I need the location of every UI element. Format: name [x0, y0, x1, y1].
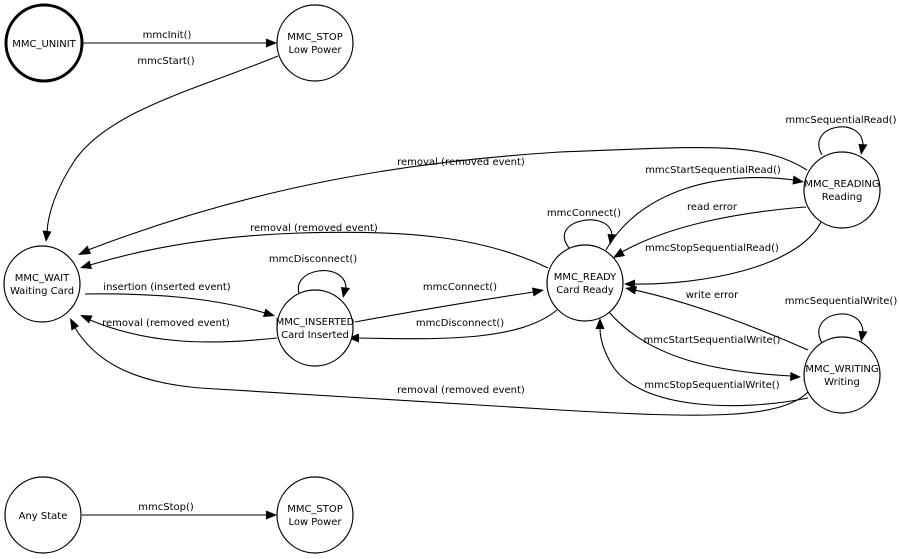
edge-ready-to-reading: mmcStartSequentialRead(): [605, 165, 804, 251]
state-node-reading: MMC_READING Reading: [803, 151, 881, 229]
edge-label-read-error: read error: [687, 202, 738, 213]
edge-inserted-to-wait-removal: removal (removed event): [80, 315, 278, 343]
edge-uninit-to-stop-top: mmcInit(): [82, 30, 277, 48]
edge-ready-to-inserted: mmcDisconnect(): [348, 309, 558, 343]
state-label-stop-top-name: MMC_STOP: [287, 32, 343, 43]
state-node-any-state: Any State: [4, 476, 82, 554]
edge-ready-to-writing: mmcStartSequentialWrite(): [608, 311, 801, 381]
edge-label-mmcstop: mmcStop(): [138, 502, 194, 513]
edge-label-writing-removal: removal (removed event): [397, 385, 525, 396]
state-node-ready: MMC_READY Card Ready: [546, 244, 624, 322]
edge-reading-to-ready-stop: mmcStopSequentialRead(): [624, 219, 823, 289]
edge-label-reading-removal: removal (removed event): [397, 157, 525, 168]
state-label-ready-desc: Card Ready: [556, 285, 614, 296]
nodes: MMC_UNINIT MMC_STOP Low Power MMC_WAIT W…: [3, 3, 881, 554]
edge-label-ready-removal: removal (removed event): [250, 223, 378, 234]
edge-writing-to-ready-error: write error: [625, 286, 809, 351]
edge-label-start-write: mmcStartSequentialWrite(): [644, 335, 781, 346]
state-node-stop-top: MMC_STOP Low Power: [276, 4, 354, 82]
edge-inserted-self-loop: mmcDisconnect(): [269, 254, 357, 298]
edge-label-mmcdisconnect: mmcDisconnect(): [416, 318, 504, 329]
edge-writing-to-ready-stop: mmcStopSequentialWrite(): [595, 318, 809, 407]
state-node-inserted: MMC_INSERTED Card Inserted: [276, 289, 355, 367]
edge-reading-self-loop: mmcSequentialRead(): [785, 115, 897, 156]
edge-reading-to-wait-removal: removal (removed event): [78, 146, 808, 255]
edge-label-start-read: mmcStartSequentialRead(): [645, 165, 781, 176]
state-label-wait-desc: Waiting Card: [10, 286, 74, 297]
edge-label-stop-write: mmcStopSequentialWrite(): [644, 380, 779, 391]
state-label-any-state: Any State: [19, 511, 68, 522]
edge-writing-to-wait-removal: removal (removed event): [70, 318, 809, 416]
state-label-writing-name: MMC_WRITING: [805, 364, 878, 375]
edge-label-stop-read: mmcStopSequentialRead(): [645, 243, 779, 254]
state-label-writing-desc: Writing: [824, 377, 860, 388]
state-label-stop-top-desc: Low Power: [288, 45, 342, 56]
edge-label-mmcinit: mmcInit(): [143, 30, 192, 41]
state-node-uninit: MMC_UNINIT: [4, 3, 84, 83]
edge-reading-to-ready-error: read error: [613, 202, 807, 258]
edge-wait-to-inserted: insertion (inserted event): [84, 282, 275, 317]
state-label-ready-name: MMC_READY: [554, 272, 617, 283]
state-node-stop-bottom: MMC_STOP Low Power: [276, 476, 354, 554]
state-label-stop-bottom-desc: Low Power: [288, 517, 342, 528]
edge-inserted-to-ready: mmcConnect(): [354, 282, 544, 323]
state-label-stop-bottom-name: MMC_STOP: [287, 504, 343, 515]
state-label-reading-desc: Reading: [822, 192, 863, 203]
edge-label-writing-self: mmcSequentialWrite(): [785, 296, 898, 307]
edge-ready-to-wait-removal: removal (removed event): [80, 223, 549, 269]
edges: mmcInit() mmcStart() removal (removed ev…: [42, 30, 898, 520]
state-label-uninit: MMC_UNINIT: [12, 39, 76, 50]
edge-label-write-error: write error: [686, 290, 739, 301]
edge-any-state-to-stop-bottom: mmcStop(): [82, 502, 277, 520]
state-label-reading-name: MMC_READING: [804, 179, 879, 190]
state-label-wait-name: MMC_WAIT: [15, 273, 70, 284]
edge-label-ready-self: mmcConnect(): [547, 208, 621, 219]
state-label-inserted-desc: Card Inserted: [281, 330, 349, 341]
state-node-writing: MMC_WRITING Writing: [803, 336, 881, 414]
edge-label-insertion: insertion (inserted event): [103, 282, 230, 293]
edge-label-mmcconnect: mmcConnect(): [423, 282, 497, 293]
edge-stop-top-to-wait: mmcStart(): [42, 55, 279, 242]
edge-label-inserted-self: mmcDisconnect(): [269, 254, 357, 265]
state-node-wait: MMC_WAIT Waiting Card: [3, 245, 81, 323]
edge-label-mmcstart: mmcStart(): [137, 56, 194, 67]
edge-label-reading-self: mmcSequentialRead(): [785, 115, 896, 126]
state-label-inserted-name: MMC_INSERTED: [276, 317, 355, 328]
edge-writing-self-loop: mmcSequentialWrite(): [785, 296, 898, 344]
edge-label-inserted-removal: removal (removed event): [102, 318, 230, 329]
